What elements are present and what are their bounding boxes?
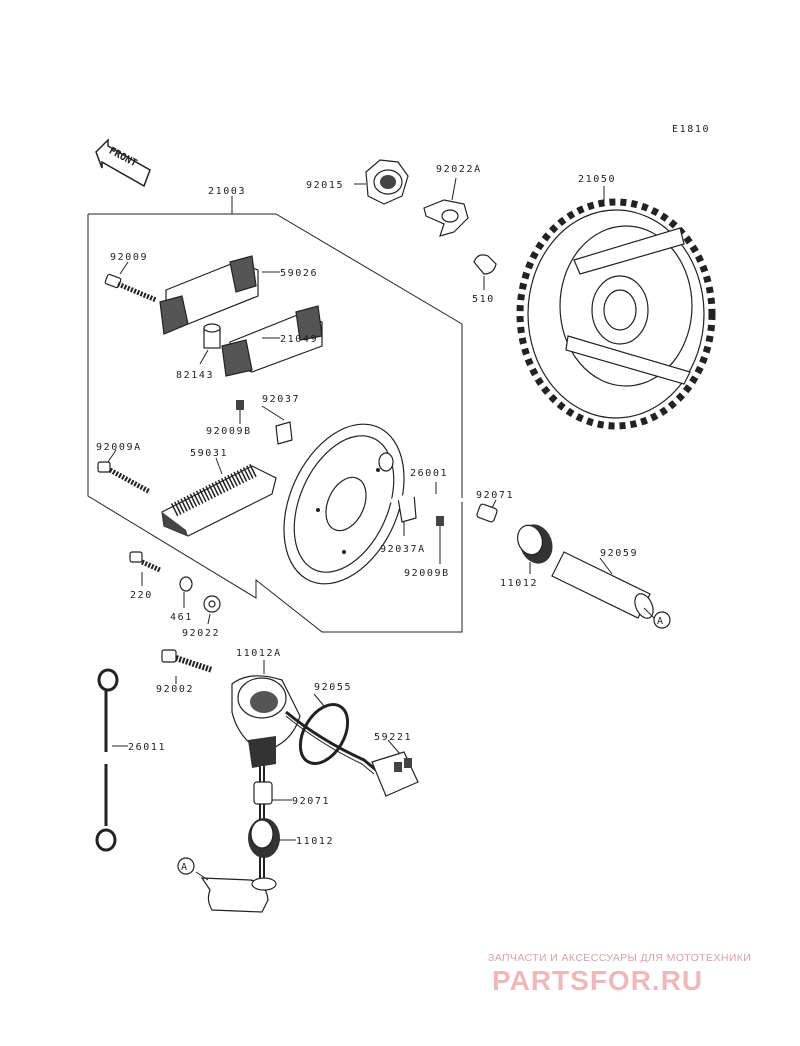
washer-92022-part: [203, 595, 221, 613]
o-ring-part: [298, 703, 350, 765]
elbow-tube-part: [200, 877, 277, 913]
bolt-220-part: [129, 551, 162, 573]
callout-220: 220: [130, 590, 153, 601]
callout-92037A: 92037A: [380, 544, 426, 555]
regulator-part: [161, 463, 277, 537]
callout-92071-upper: 92071: [476, 490, 514, 501]
callout-82143: 82143: [176, 370, 214, 381]
bracket-92037-part: [275, 421, 293, 445]
lead-26001-part: [375, 491, 489, 512]
callout-92009B-lower: 92009B: [404, 568, 450, 579]
callout-59221: 59221: [374, 732, 412, 743]
callout-59026: 59026: [280, 268, 318, 279]
rotor-gear-part: [516, 198, 716, 430]
ref-marker-left: A: [181, 862, 189, 873]
bolt-92002-part: [161, 649, 213, 673]
callout-21049: 21049: [280, 334, 318, 345]
callout-92015: 92015: [306, 180, 344, 191]
coil-21049-part: [221, 305, 323, 377]
ref-marker-right: A: [657, 616, 665, 627]
callout-92022: 92022: [182, 628, 220, 639]
callout-21050: 21050: [578, 174, 616, 185]
screw-92009B-lower-part: [436, 516, 444, 526]
callout-21003: 21003: [208, 186, 246, 197]
callout-92055: 92055: [314, 682, 352, 693]
nut-461-part: [179, 576, 193, 592]
callout-26001: 26001: [410, 468, 448, 479]
callout-92071-lower: 92071: [292, 796, 330, 807]
grommet-11012-upper-part: [517, 524, 553, 564]
nut-part: [365, 159, 409, 205]
callout-11012-upper: 11012: [500, 578, 538, 589]
connector-part: [371, 751, 419, 797]
watermark-tagline: ЗАПЧАСТИ И АКСЕССУАРЫ ДЛЯ МОТОТЕХНИКИ: [488, 952, 752, 964]
callout-92037: 92037: [262, 394, 300, 405]
screw-92009B-part: [236, 400, 244, 410]
callout-92009A: 92009A: [96, 442, 142, 453]
pickup-coil-part: [231, 675, 301, 768]
callout-461: 461: [170, 612, 193, 623]
lock-washer-part: [423, 199, 469, 237]
tube-92059-part: [551, 551, 654, 619]
coil-59026-part: [159, 255, 259, 335]
assembly-outline: [87, 196, 463, 633]
diagram-code: E1810: [672, 124, 710, 135]
callout-92009: 92009: [110, 252, 148, 263]
callout-92022A: 92022A: [436, 164, 482, 175]
grommet-92071-upper-part: [476, 503, 498, 523]
callout-92059: 92059: [600, 548, 638, 559]
callout-11012-lower: 11012: [296, 836, 334, 847]
grommet-11012-lower-part: [248, 818, 280, 858]
woodruff-key-part: [473, 254, 497, 275]
callout-11012A: 11012A: [236, 648, 282, 659]
callout-510: 510: [472, 294, 495, 305]
bolt-92009-part: [104, 273, 157, 303]
grommet-92071-lower-part: [253, 781, 273, 805]
callout-26011: 26011: [128, 742, 166, 753]
bolt-92009A-part: [97, 461, 152, 495]
front-arrow: FRONT: [95, 138, 151, 188]
callout-92002: 92002: [156, 684, 194, 695]
callout-92009B-upper: 92009B: [206, 426, 252, 437]
ground-cable-part: [95, 668, 119, 852]
callout-59031: 59031: [190, 448, 228, 459]
spacer-part: [203, 323, 221, 349]
watermark-logo: PARTSFOR.RU: [492, 965, 704, 996]
stator-plate-part: [283, 423, 405, 585]
